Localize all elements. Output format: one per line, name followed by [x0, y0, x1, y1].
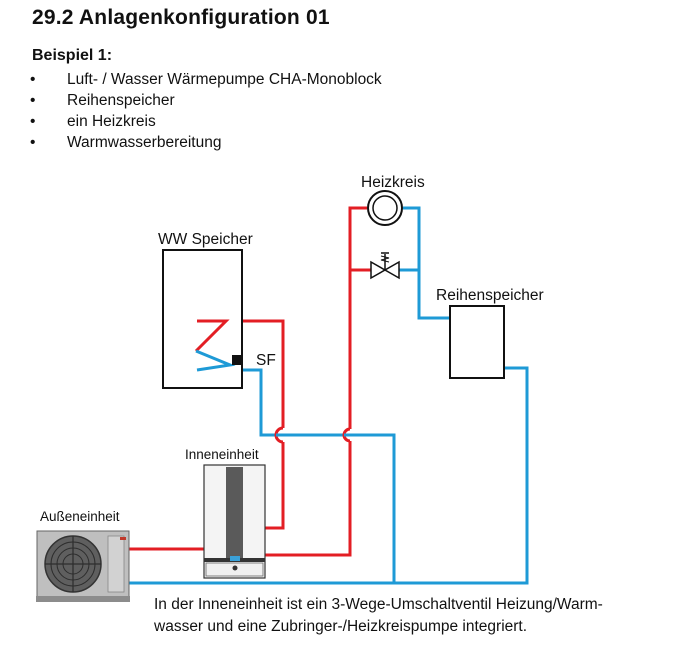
- pipe-return-main: [128, 366, 529, 585]
- list-item-text: Warmwasserbereitung: [67, 134, 222, 151]
- list-item-text: Reihenspeicher: [67, 92, 175, 109]
- ww-speicher-tank: [162, 249, 243, 389]
- ww-speicher-label: WW Speicher: [158, 231, 253, 248]
- sf-sensor: [232, 355, 242, 365]
- inneneinheit-label: Inneneinheit: [185, 447, 259, 462]
- bypass-valve-icon: [370, 252, 400, 280]
- list-item: • Warmwasserbereitung: [30, 132, 382, 153]
- page-title: 29.2 Anlagenkonfiguration 01: [32, 6, 330, 29]
- list-item: • ein Heizkreis: [30, 111, 382, 132]
- bullet: •: [30, 71, 36, 88]
- aussen-unit: [36, 530, 130, 602]
- heizkreis-label: Heizkreis: [361, 174, 425, 191]
- bullet: •: [30, 113, 36, 130]
- heizkreis-pump-inner: [372, 195, 398, 221]
- bullet: •: [30, 134, 36, 151]
- reihenspeicher-tank: [449, 305, 505, 379]
- list-item: • Luft- / Wasser Wärmepumpe CHA-Monoblock: [30, 69, 382, 90]
- list-item-text: Luft- / Wasser Wärmepumpe CHA-Monoblock: [67, 71, 382, 88]
- aussen-label: Außeneinheit: [40, 509, 120, 524]
- caption-line: wasser und eine Zubringer-/Heizkreispump…: [154, 618, 528, 635]
- inneneinheit-unit: [203, 464, 266, 579]
- list-item: • Reihenspeicher: [30, 90, 382, 111]
- sf-label: SF: [256, 352, 276, 369]
- example-heading: Beispiel 1:: [32, 47, 113, 64]
- reihenspeicher-label: Reihenspeicher: [436, 287, 544, 304]
- pipe-supply-heizkreis: [348, 206, 367, 429]
- pipe-return-heizkreis: [403, 206, 450, 320]
- heat-exchanger-coil: [194, 319, 230, 353]
- caption-line: In der Inneneinheit ist ein 3-Wege-Umsch…: [154, 596, 603, 613]
- feature-list: • Luft- / Wasser Wärmepumpe CHA-Monoblock…: [30, 69, 382, 153]
- caption: In der Inneneinheit ist ein 3-Wege-Umsch…: [154, 594, 674, 638]
- pipe-return-indoor: [356, 433, 396, 583]
- heat-exchanger-coil-return: [195, 349, 236, 372]
- bullet: •: [30, 92, 36, 109]
- pipe-supply-main: [265, 441, 352, 557]
- list-item-text: ein Heizkreis: [67, 113, 156, 130]
